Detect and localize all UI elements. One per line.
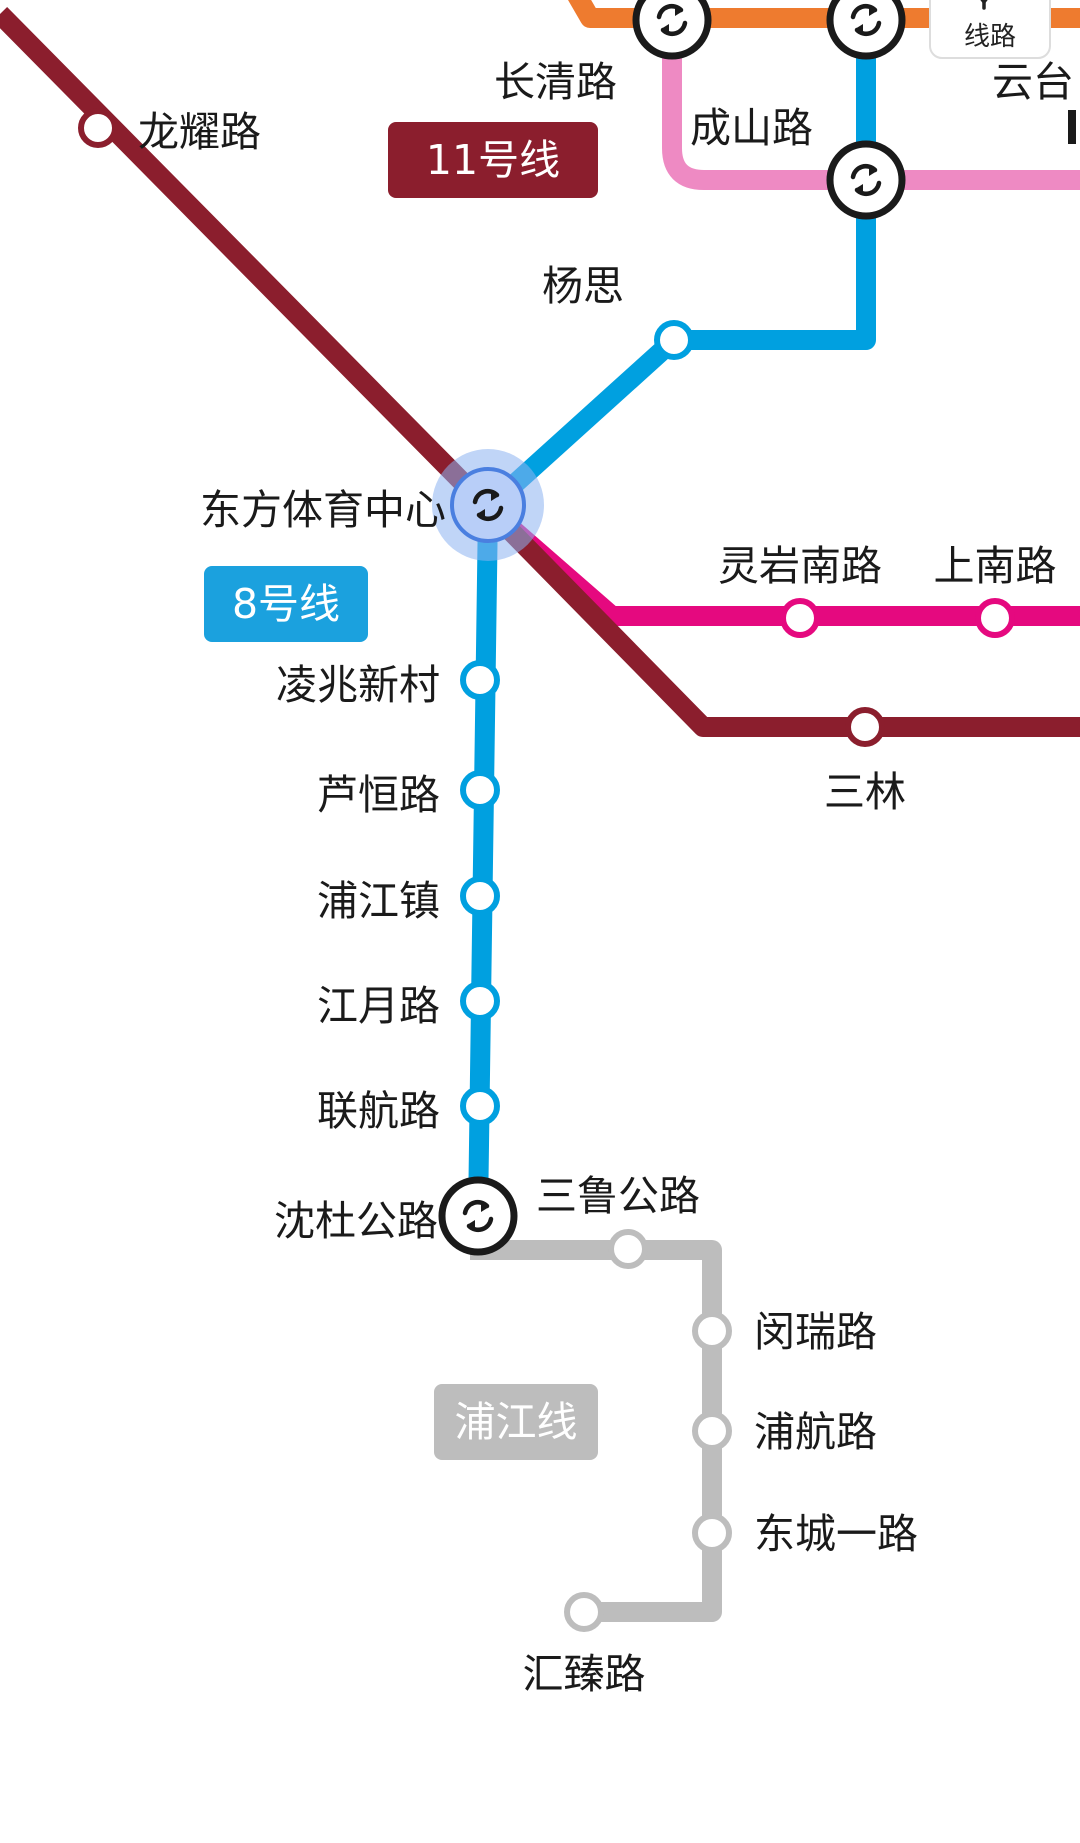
label-oriental-sports-center: 东方体育中心 [200,486,446,534]
pujiang-line-label: 浦江线 [455,1398,578,1446]
label-changqing-rd: 长清路 [494,58,617,106]
station-minrui-rd[interactable] [692,1311,732,1351]
station-sanlin[interactable] [845,707,885,747]
station-chengshan-rd-transfer[interactable] [826,140,906,220]
label-yunta-partial: 云台 [992,58,1074,106]
route-button[interactable]: 线路 [929,0,1051,59]
label-pujiang-town: 浦江镇 [317,877,440,925]
line-11-label: 11号线 [426,136,560,184]
station-top-transfer[interactable] [826,0,906,60]
label-lingyan-south-rd: 灵岩南路 [718,542,882,590]
label-lingzhao-xincun: 凌兆新村 [276,661,440,709]
station-shendu-hwy-transfer[interactable] [438,1176,518,1256]
station-shangnan-rd[interactable] [975,598,1015,638]
label-minrui-rd: 闵瑞路 [754,1308,877,1356]
station-jiangyue-rd[interactable] [460,981,500,1021]
station-luheng-rd[interactable] [460,770,500,810]
label-shendu-hwy: 沈杜公路 [274,1197,438,1245]
route-button-label: 线路 [964,22,1016,52]
station-puhang-rd[interactable] [692,1411,732,1451]
label-shangnan-rd: 上南路 [934,542,1057,590]
station-pujiang-town[interactable] [460,876,500,916]
right-edge-partial-glyph [1068,110,1076,144]
label-jiangyue-rd: 江月路 [317,982,440,1030]
route-icon [980,0,988,10]
station-oriental-sports-center-transfer[interactable] [432,449,544,561]
label-huizhen-rd: 汇臻路 [523,1650,646,1698]
line-11-badge[interactable]: 11号线 [388,122,598,198]
station-longyao-rd[interactable] [78,108,118,148]
pink-line[interactable] [662,18,1080,190]
station-huizhen-rd[interactable] [564,1592,604,1632]
label-dongcheng-1st-rd: 东城一路 [754,1510,918,1558]
label-yangsi: 杨思 [542,262,624,310]
station-changqing-rd-transfer[interactable] [632,0,712,60]
label-sanlin: 三林 [824,768,906,816]
line-8-badge[interactable]: 8号线 [204,566,368,642]
label-sanlu-hwy: 三鲁公路 [536,1172,700,1220]
label-chengshan-rd: 成山路 [690,104,813,152]
label-luheng-rd: 芦恒路 [317,771,440,819]
label-lianhang-rd: 联航路 [317,1087,440,1135]
station-lingyan-south-rd[interactable] [780,598,820,638]
line-8-label: 8号线 [232,580,340,628]
station-dongcheng-1st-rd[interactable] [692,1513,732,1553]
station-yangsi[interactable] [654,320,694,360]
orange-line[interactable] [568,0,1080,28]
station-sanlu-hwy[interactable] [608,1229,648,1269]
station-lingzhao-xincun[interactable] [460,660,500,700]
label-longyao-rd: 龙耀路 [138,108,261,156]
line-11-track[interactable] [0,6,1080,737]
pujiang-line-badge[interactable]: 浦江线 [434,1384,598,1460]
label-puhang-rd: 浦航路 [754,1408,877,1456]
station-lianhang-rd[interactable] [460,1086,500,1126]
